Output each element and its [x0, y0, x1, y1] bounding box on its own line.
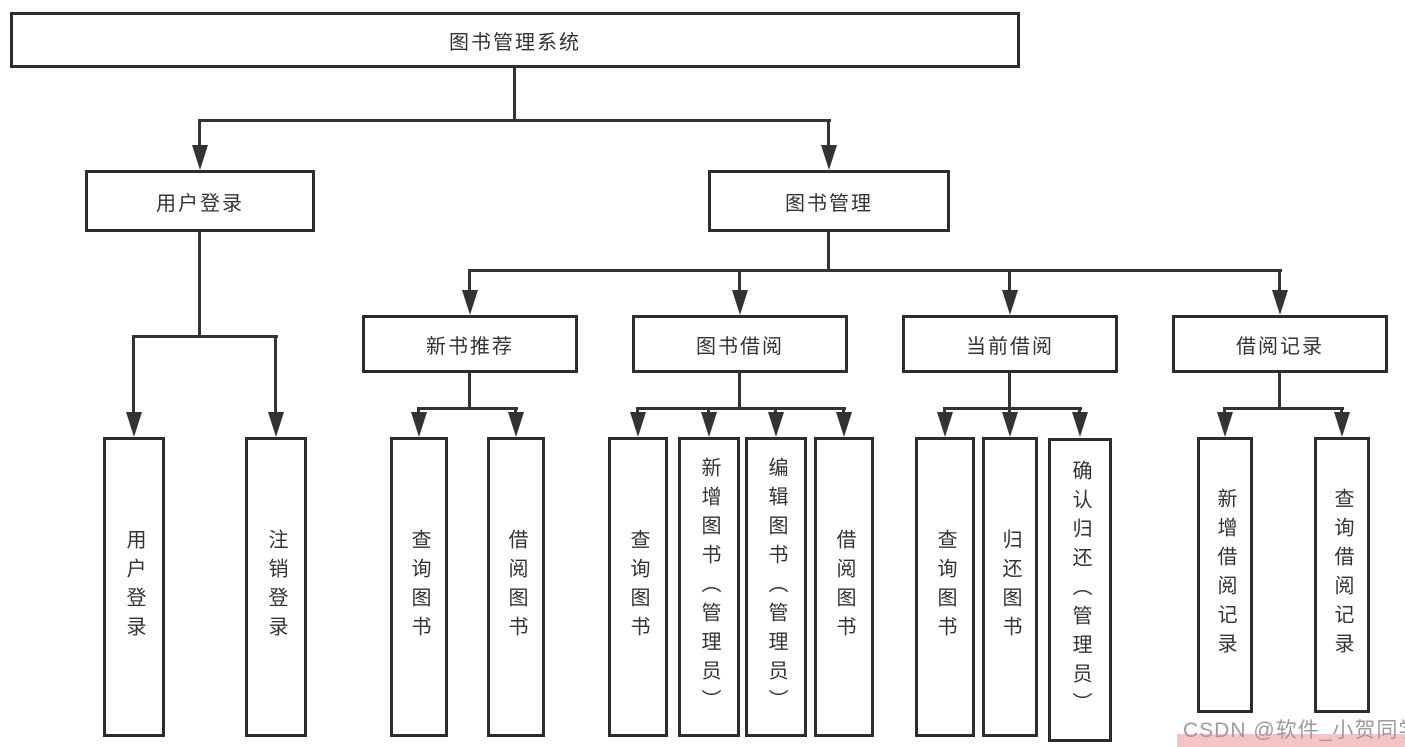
arrow-down-icon [508, 412, 524, 437]
leaf-borrow-books-label: 借阅图书 [833, 529, 855, 645]
leaf-return-books: 归还图书 [982, 437, 1038, 737]
connector-line [827, 119, 830, 148]
arrow-down-icon [821, 145, 837, 170]
leaf-user-login-label: 用户登录 [123, 529, 145, 645]
leaf-edit-book-admin-label: 编辑图书（管理员） [765, 456, 787, 718]
leaf-logout: 注销登录 [245, 437, 307, 737]
connector-line [707, 407, 710, 416]
leaf-confirm-return-admin-label: 确认归还（管理员） [1069, 459, 1091, 721]
connector-line [132, 335, 135, 415]
watermark: CSDN @软件_小贺同学 [1183, 719, 1405, 742]
connector-line [198, 232, 201, 336]
arrow-down-icon [411, 412, 427, 437]
arrow-down-icon [1334, 412, 1350, 437]
arrow-down-icon [768, 412, 784, 437]
leaf-add-borrow-record: 新增借阅记录 [1197, 437, 1253, 713]
connector-line [514, 407, 517, 416]
arrow-down-icon [1002, 290, 1018, 315]
connector-line [198, 119, 831, 122]
connector-line [827, 232, 830, 272]
connector-line [1223, 407, 1344, 410]
node-root-label: 图书管理系统 [449, 31, 581, 54]
connector-line [132, 335, 278, 338]
connector-line [1008, 373, 1011, 409]
leaf-borrow-books-recommend: 借阅图书 [487, 437, 545, 737]
leaf-borrow-books: 借阅图书 [814, 437, 874, 737]
node-book-borrow: 图书借阅 [632, 315, 848, 373]
arrow-down-icon [126, 412, 142, 437]
leaf-return-books-label: 归还图书 [999, 529, 1021, 645]
node-borrow-records-label: 借阅记录 [1236, 335, 1324, 358]
connector-line [1223, 407, 1226, 416]
leaf-add-borrow-record-label: 新增借阅记录 [1214, 488, 1236, 662]
arrow-down-icon [836, 412, 852, 437]
arrow-down-icon [1272, 290, 1288, 315]
leaf-edit-book-admin: 编辑图书（管理员） [745, 437, 807, 737]
arrow-down-icon [462, 290, 478, 315]
arrow-down-icon [268, 412, 284, 437]
leaf-logout-label: 注销登录 [265, 529, 287, 645]
node-root: 图书管理系统 [10, 12, 1020, 68]
leaf-confirm-return-admin: 确认归还（管理员） [1048, 438, 1112, 742]
leaf-query-borrow-record: 查询借阅记录 [1314, 437, 1370, 713]
node-new-book-recommend: 新书推荐 [362, 315, 578, 373]
connector-line [1008, 269, 1011, 294]
connector-line [636, 407, 639, 416]
connector-line [198, 119, 201, 148]
arrow-down-icon [192, 145, 208, 170]
leaf-query-books-recommend: 查询图书 [390, 437, 448, 737]
leaf-query-borrow-record-label: 查询借阅记录 [1331, 488, 1353, 662]
arrow-down-icon [1217, 412, 1233, 437]
node-book-borrow-label: 图书借阅 [696, 335, 784, 358]
arrow-down-icon [732, 290, 748, 315]
connector-line [943, 407, 946, 416]
leaf-query-books-borrow-label: 查询图书 [627, 529, 649, 645]
connector-line [417, 407, 518, 410]
leaf-query-books-borrow: 查询图书 [608, 437, 668, 737]
node-current-borrow-label: 当前借阅 [966, 335, 1054, 358]
connector-line [468, 269, 1282, 272]
connector-line [1340, 407, 1343, 416]
connector-line [513, 68, 516, 121]
connector-line [417, 407, 420, 416]
node-user-login-label: 用户登录 [156, 192, 244, 215]
arrow-down-icon [1002, 412, 1018, 437]
arrow-down-icon [1072, 412, 1088, 437]
node-user-login: 用户登录 [85, 170, 315, 232]
connector-line [1008, 407, 1011, 416]
watermark-highlight [1177, 734, 1405, 747]
arrow-down-icon [937, 412, 953, 437]
connector-line [468, 269, 471, 294]
node-borrow-records: 借阅记录 [1172, 315, 1388, 373]
leaf-user-login: 用户登录 [103, 437, 165, 737]
connector-line [1078, 407, 1081, 416]
connector-line [842, 407, 845, 416]
node-current-borrow: 当前借阅 [902, 315, 1118, 373]
leaf-add-book-admin: 新增图书（管理员） [678, 437, 740, 737]
connector-line [738, 269, 741, 294]
connector-line [1278, 373, 1281, 409]
connector-line [1278, 269, 1281, 294]
node-book-management-label: 图书管理 [785, 192, 873, 215]
connector-line [774, 407, 777, 416]
connector-line [738, 373, 741, 409]
leaf-borrow-books-recommend-label: 借阅图书 [505, 529, 527, 645]
connector-line [468, 373, 471, 409]
connector-line [943, 407, 1082, 410]
leaf-add-book-admin-label: 新增图书（管理员） [698, 456, 720, 718]
connector-line [274, 335, 277, 415]
leaf-query-books-current: 查询图书 [915, 437, 975, 737]
node-book-management: 图书管理 [708, 170, 950, 232]
arrow-down-icon [701, 412, 717, 437]
arrow-down-icon [630, 412, 646, 437]
node-new-book-recommend-label: 新书推荐 [426, 335, 514, 358]
leaf-query-books-recommend-label: 查询图书 [408, 529, 430, 645]
leaf-query-books-current-label: 查询图书 [934, 529, 956, 645]
connector-line [636, 407, 846, 410]
